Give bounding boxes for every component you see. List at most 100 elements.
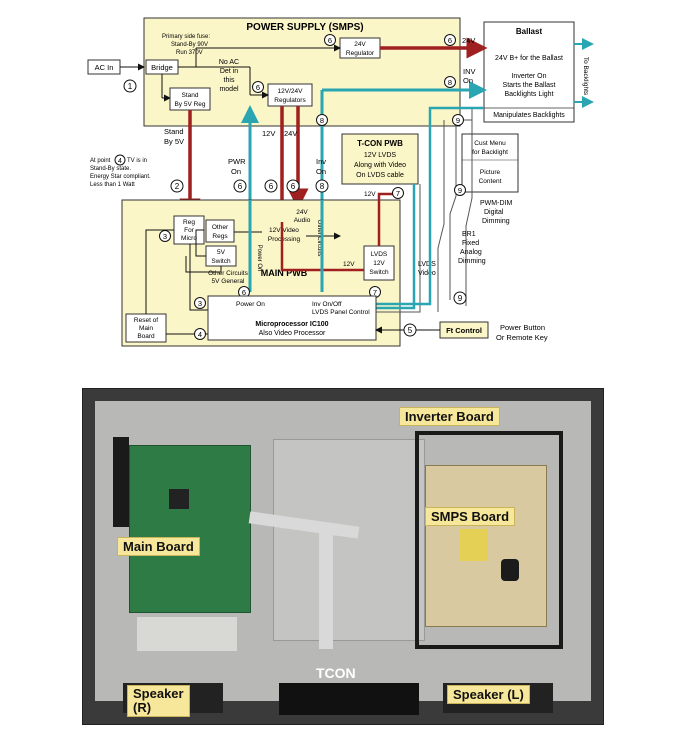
br1-label: Fixed bbox=[462, 240, 479, 247]
marker-1 bbox=[123, 79, 137, 93]
lvds-12v-label: 12V bbox=[343, 261, 355, 268]
marker-9 bbox=[454, 184, 466, 196]
inv-on-label: On bbox=[316, 167, 326, 176]
lvds-12v-line bbox=[280, 222, 364, 272]
marker-2 bbox=[170, 179, 184, 193]
smps-transformer bbox=[459, 529, 487, 561]
marker-1-text: 1 bbox=[128, 82, 133, 91]
video-processing-label: Processing bbox=[268, 236, 301, 243]
reg-for-micro-label: Micro bbox=[181, 235, 197, 242]
regulator-12-24v-label: Regulators bbox=[274, 97, 306, 104]
signal-24v-label: 24V bbox=[462, 36, 475, 45]
lvds-switch-label: 12V bbox=[373, 260, 385, 267]
tcon-12v-label: 12V bbox=[364, 191, 376, 198]
speaker-l-label: Speaker (L) bbox=[447, 685, 530, 704]
switch-5v-label: Switch bbox=[211, 258, 231, 265]
cust-menu-text: Cust Menu bbox=[474, 140, 506, 147]
switch-lines bbox=[185, 256, 222, 273]
marker-6 bbox=[252, 81, 264, 93]
marker-6-text: 6 bbox=[269, 182, 274, 191]
bridge-label: Bridge bbox=[151, 63, 173, 72]
no-ac-note: Det in bbox=[220, 68, 238, 75]
main-pwb-title: MAIN PWB bbox=[261, 268, 308, 278]
marker-8 bbox=[316, 114, 328, 126]
cust-menu-text: Content bbox=[479, 178, 502, 185]
micro-supply-line bbox=[189, 244, 208, 311]
regulator-12-24v-label: 12V/24V bbox=[278, 88, 304, 95]
micro-title: Microprocessor IC100 bbox=[255, 321, 328, 328]
pwm-dim-label: PWM-DIM bbox=[480, 200, 512, 207]
no-ac-note: No AC bbox=[219, 59, 239, 66]
inverter-board-label: Inverter Board bbox=[399, 407, 500, 426]
br1-label: Dimming bbox=[458, 258, 486, 265]
standby-note: TV is in bbox=[127, 158, 147, 164]
fuse-note: Stand-By 90V bbox=[171, 42, 208, 48]
marker-8-text: 8 bbox=[320, 116, 324, 125]
tcon-box bbox=[341, 133, 419, 185]
marker-6-text: 6 bbox=[448, 36, 452, 45]
switch-5v-label: 5V bbox=[217, 249, 226, 256]
marker-8 bbox=[444, 76, 456, 88]
dimming-line bbox=[437, 120, 445, 312]
ballast-text: 24V B+ for the Ballast bbox=[495, 55, 563, 62]
video-processing-label: 12V Video bbox=[269, 227, 299, 234]
speaker-r-label: Speaker (R) bbox=[127, 685, 190, 717]
power-button-label: Power Button bbox=[500, 323, 545, 332]
cust-menu-box bbox=[461, 133, 519, 193]
smps-capacitor bbox=[501, 559, 519, 581]
marker-8-text: 8 bbox=[320, 182, 325, 191]
pwm-dim-label: Dimming bbox=[482, 218, 510, 225]
smps-board-label: SMPS Board bbox=[425, 507, 516, 526]
switch-lines bbox=[195, 229, 206, 257]
ac-in-label: AC In bbox=[95, 63, 114, 72]
ribbon-cable bbox=[319, 529, 333, 649]
marker-4-text: 4 bbox=[198, 330, 202, 339]
other-circuits-label: Other Circuits bbox=[208, 270, 248, 277]
fuse-note: Primary side fuse: bbox=[162, 34, 210, 40]
signal-inv-label: On bbox=[463, 76, 473, 85]
marker-2-text: 2 bbox=[175, 182, 180, 191]
lvds-video-label: Video bbox=[418, 270, 436, 277]
audio-24v-label: 24V bbox=[296, 209, 308, 216]
speaker-r-label-line2: (R) bbox=[133, 700, 152, 715]
audio-24v-label: Audio bbox=[294, 217, 311, 224]
reg-for-micro-label: For bbox=[184, 227, 195, 234]
micro-power-on-label: Power On bbox=[236, 301, 265, 308]
lvds-switch-label: LVDS bbox=[371, 251, 388, 258]
main-board-label: Main Board bbox=[117, 537, 200, 556]
lvds-video-line bbox=[376, 184, 416, 310]
fuse-note: Run 370V bbox=[176, 50, 203, 56]
marker-9 bbox=[452, 114, 464, 126]
cust-menu-text: Picture bbox=[480, 169, 501, 176]
microprocessor-box bbox=[207, 295, 377, 341]
other-circuits-vertical-label: Other Circuits bbox=[316, 220, 322, 257]
no-ac-note: model bbox=[219, 86, 239, 93]
marker-9 bbox=[453, 291, 467, 305]
signal-inv-label: INV bbox=[463, 67, 476, 76]
marker-6-text: 6 bbox=[238, 182, 243, 191]
marker-3-text: 3 bbox=[163, 232, 167, 241]
ballast-text: Inverter On bbox=[511, 73, 546, 80]
tv-interior-photo: Inverter Board SMPS Board Main Board TCO… bbox=[82, 388, 604, 725]
marker-3 bbox=[194, 297, 206, 309]
cust-menu-text: for Backlight bbox=[472, 149, 508, 156]
marker-6 bbox=[264, 179, 278, 193]
power-button-label: Or Remote Key bbox=[496, 333, 548, 342]
power-on-vertical-label: Power On bbox=[256, 245, 262, 272]
backlight-control-line bbox=[376, 106, 484, 306]
standby-5v-label: By 5V bbox=[164, 137, 184, 146]
ft-control-label: Ft Control bbox=[446, 326, 482, 335]
micro-inv-label: Inv On/Off bbox=[312, 301, 342, 308]
marker-7-text: 7 bbox=[373, 288, 377, 297]
speaker-r-label-line1: Speaker bbox=[133, 686, 184, 701]
reset-label: Main bbox=[139, 325, 153, 332]
pwm-dim-label: Digital bbox=[484, 209, 504, 216]
standby-note: Energy Star compliant. bbox=[90, 174, 151, 180]
ballast-text: Backlights Light bbox=[504, 91, 553, 98]
regulator-24v-label: 24V bbox=[354, 41, 366, 48]
no-ac-note: this bbox=[224, 77, 235, 84]
ballast-text: Starts the Ballast bbox=[503, 82, 556, 89]
other-regs-label: Other bbox=[212, 224, 229, 231]
marker-9-text: 9 bbox=[458, 294, 463, 303]
marker-6-text: 6 bbox=[256, 83, 260, 92]
